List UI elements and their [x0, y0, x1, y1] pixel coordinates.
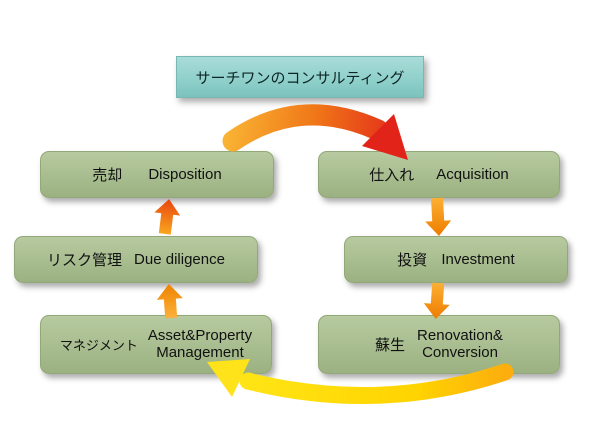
investment-jp-label: 投資	[397, 252, 428, 269]
renovation-en-line1: Renovation&	[417, 326, 503, 344]
disposition-jp-label: 売却	[92, 167, 123, 184]
renovation-en-label: Renovation& Conversion	[417, 326, 503, 362]
acquisition-jp-label: 仕入れ	[369, 167, 415, 184]
management-en-label: Asset&Property Management	[147, 326, 253, 362]
due-diligence-jp-label: リスク管理	[47, 252, 123, 269]
node-investment: 投資 Investment	[344, 236, 568, 283]
diagram-title-label: サーチワンのコンサルティング	[195, 69, 405, 87]
disposition-en-label: Disposition	[148, 166, 222, 183]
investment-en-label: Investment	[441, 251, 515, 268]
arrow-duediligence-to-disposition	[154, 199, 181, 235]
management-en-line1: Asset&Property	[147, 326, 253, 344]
acquisition-en-label: Acquisition	[436, 166, 509, 183]
renovation-en-line2: Conversion	[422, 343, 498, 361]
node-acquisition: 仕入れ Acquisition	[318, 151, 560, 198]
node-due-diligence: リスク管理 Due diligence	[14, 236, 258, 283]
node-renovation: 蘇生 Renovation& Conversion	[318, 315, 560, 374]
management-en-line2: Management	[156, 343, 244, 361]
renovation-jp-label: 蘇生	[375, 337, 406, 354]
due-diligence-en-label: Due diligence	[134, 251, 225, 268]
management-jp-label: マネジメント	[59, 338, 138, 353]
node-management: マネジメント Asset&Property Management	[40, 315, 272, 374]
arrow-management-to-duediligence	[156, 284, 183, 319]
arrow-acquisition-to-investment	[425, 197, 452, 236]
node-disposition: 売却 Disposition	[40, 151, 274, 198]
diagram-title: サーチワンのコンサルティング	[176, 56, 424, 98]
